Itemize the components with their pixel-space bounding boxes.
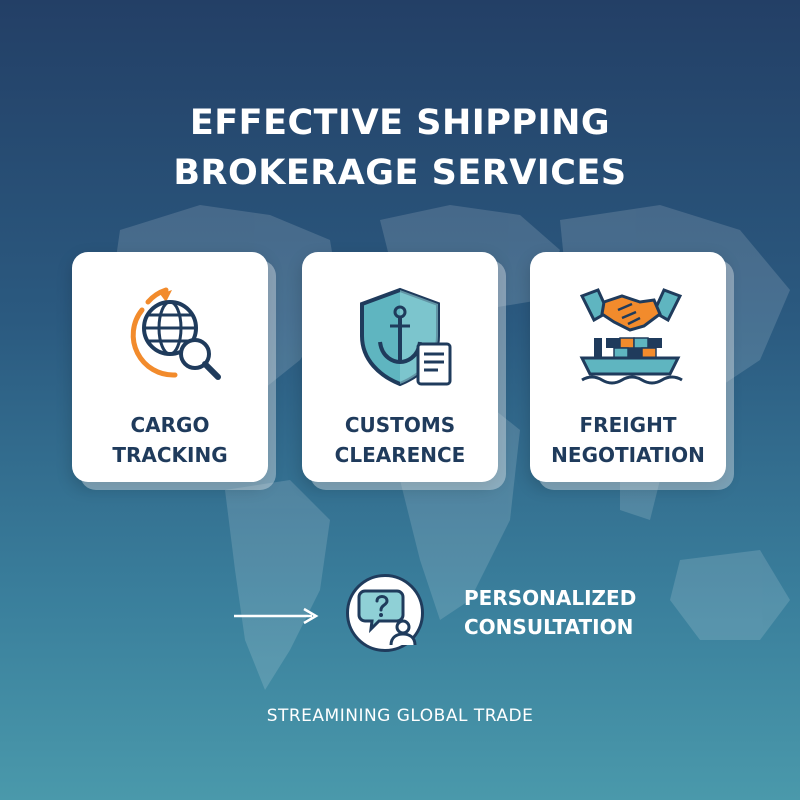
service-label: CUSTOMS CLEARENCE (334, 413, 466, 467)
page-title: EFFECTIVE SHIPPING BROKERAGE SERVICES (0, 98, 800, 198)
consultation-badge (346, 574, 424, 652)
title-text: EFFECTIVE SHIPPING BROKERAGE SERVICES (173, 103, 627, 193)
handshake-ship-icon (579, 288, 683, 385)
shield-anchor-icon (360, 287, 452, 387)
tagline: STREAMINING GLOBAL TRADE (266, 706, 534, 726)
consultation-label: PERSONALIZED CONSULTATION (464, 586, 637, 639)
service-label: FREIGHT NEGOTIATION (551, 413, 705, 467)
service-card-customs-clearence: CUSTOMS CLEARENCE (302, 252, 498, 482)
arrow-right-icon (234, 607, 319, 625)
service-card-cargo-tracking: CARGO TRACKING (72, 252, 268, 482)
question-person-icon (357, 589, 417, 646)
service-label: CARGO TRACKING (112, 413, 228, 467)
globe-search-icon (130, 287, 221, 380)
service-card-freight-negotiation: FREIGHT NEGOTIATION (530, 252, 726, 482)
